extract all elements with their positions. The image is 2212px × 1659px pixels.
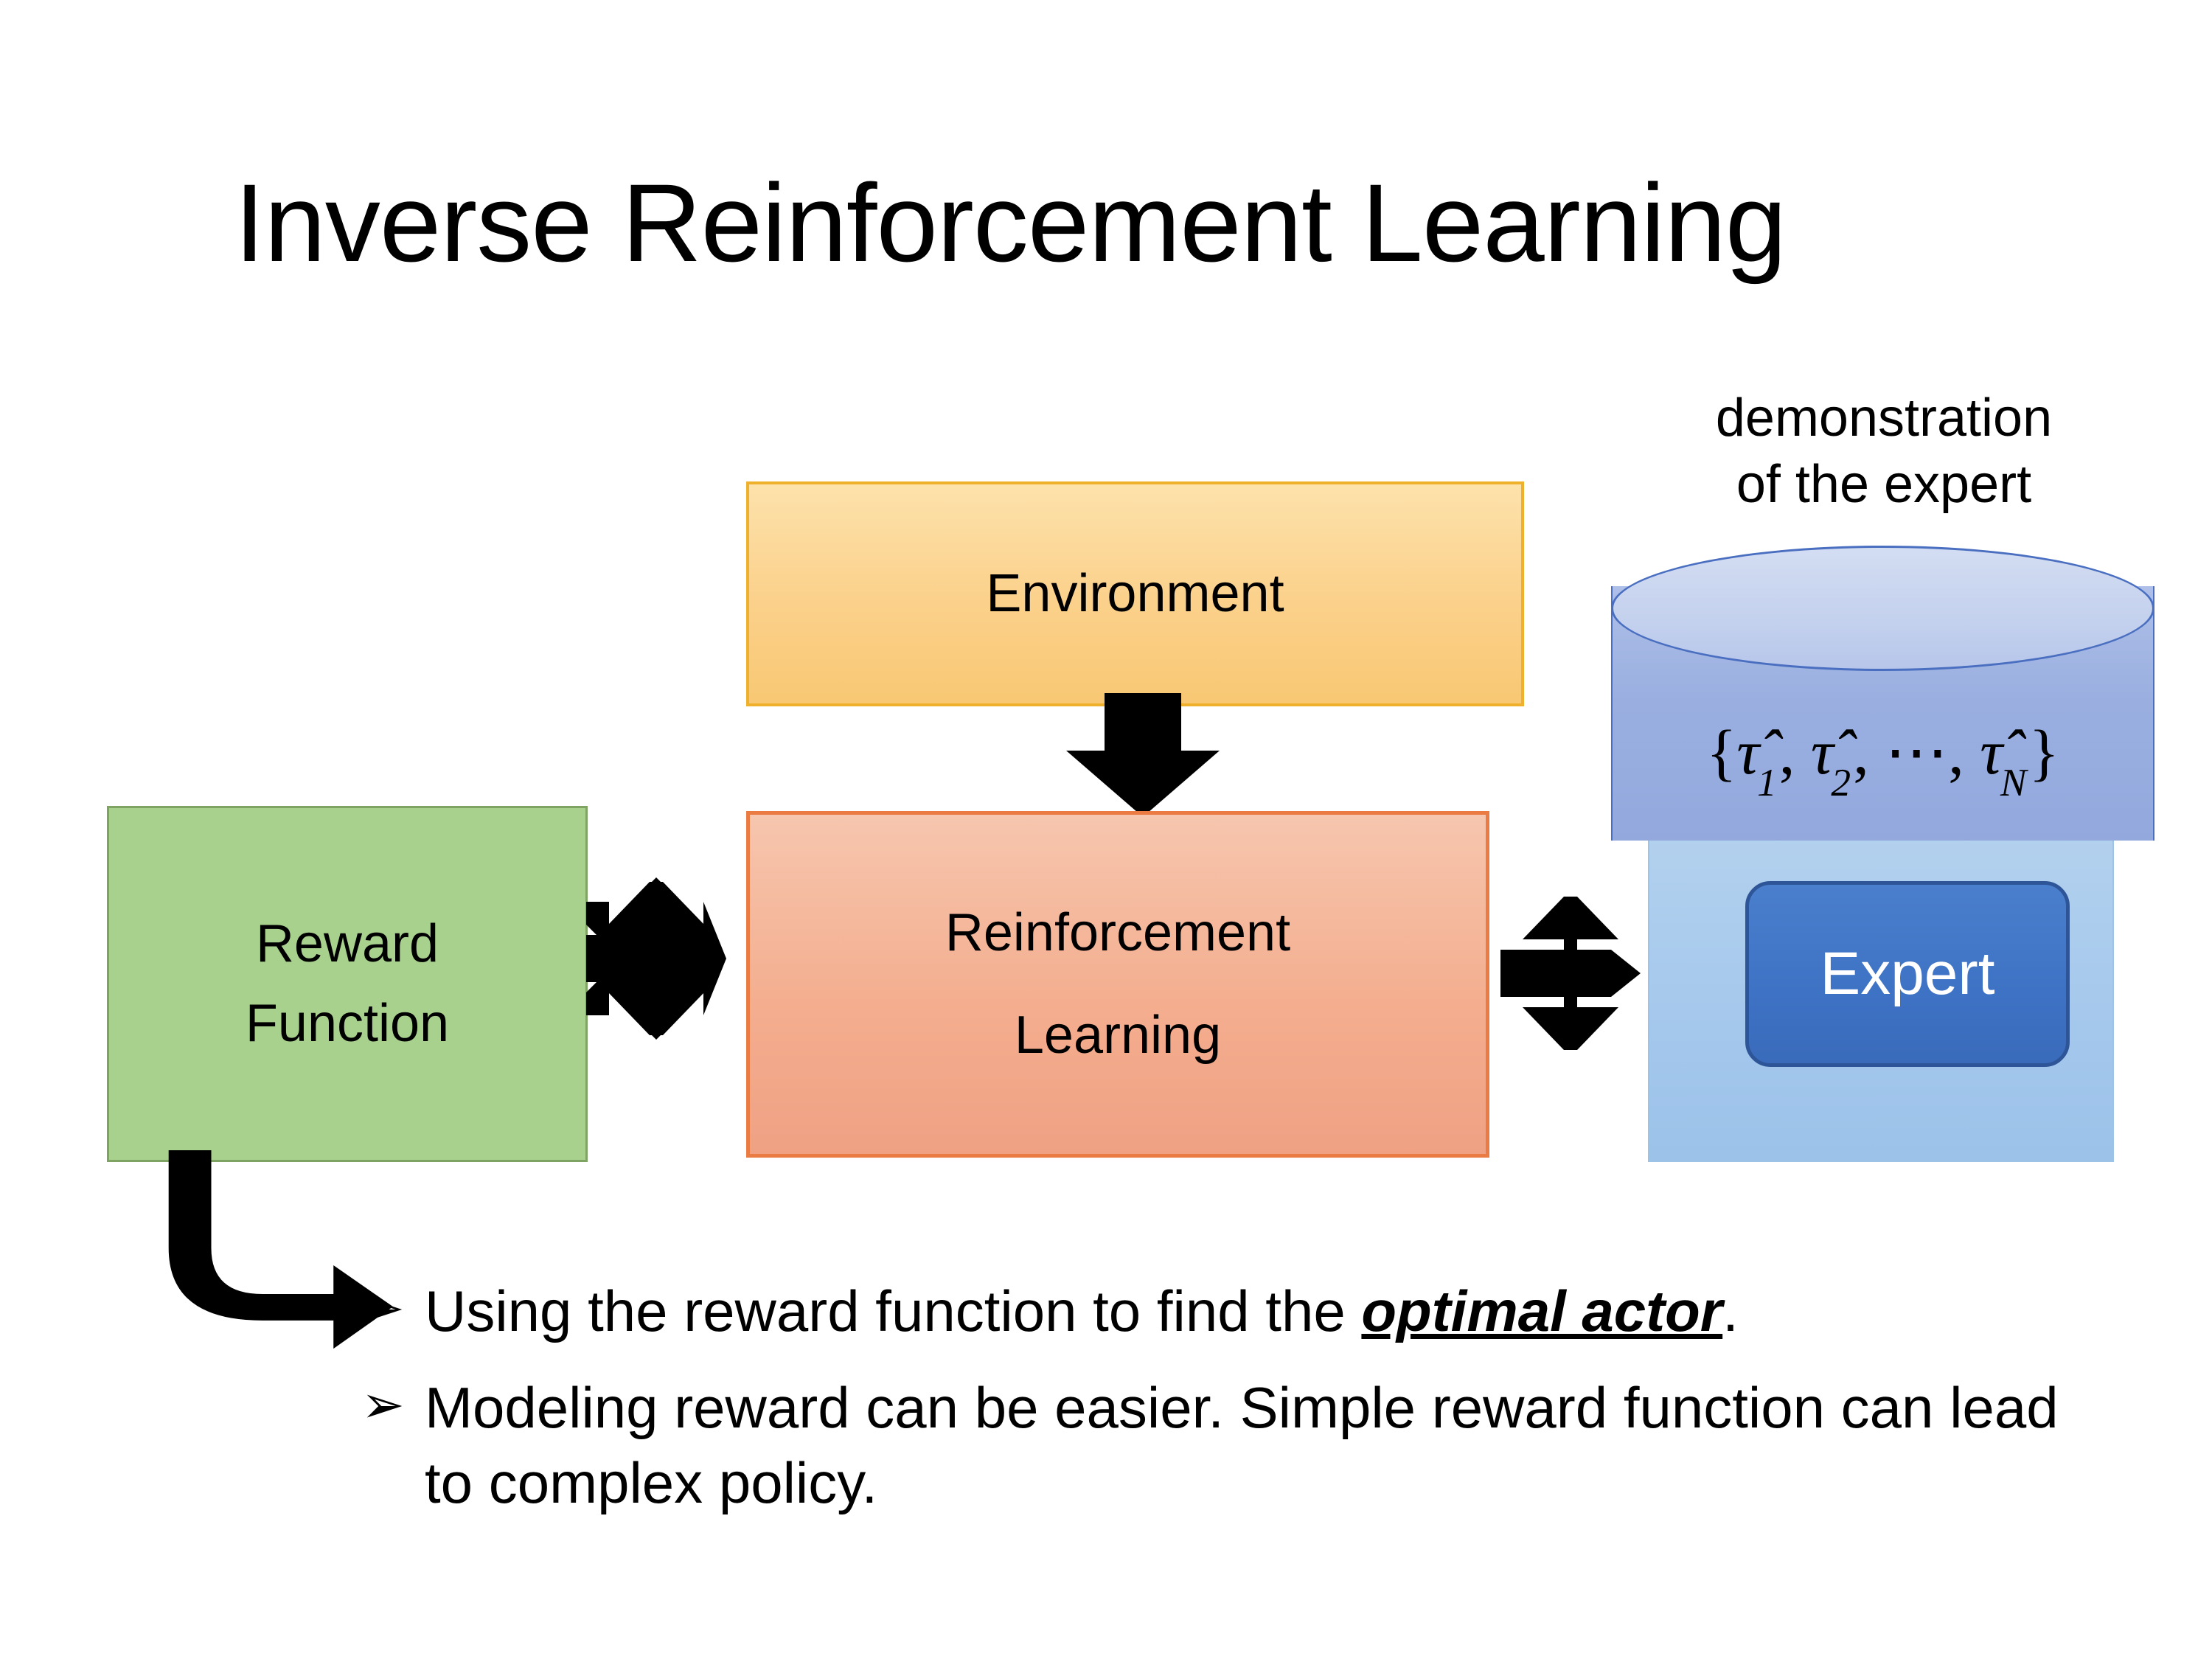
demonstration-caption: demonstration of the expert <box>1648 385 2120 518</box>
set-separator-1: , <box>1778 717 1811 787</box>
environment-box[interactable]: Environment <box>746 481 1524 706</box>
tau-hat-n: τ̂ <box>1980 717 2003 787</box>
tau-hat-2: τ̂ <box>1810 717 1834 787</box>
reinforcement-learning-box[interactable]: Reinforcement Learning <box>746 811 1489 1158</box>
set-open-brace: { <box>1706 717 1737 787</box>
bullet-1-text-after: . <box>1722 1279 1739 1343</box>
tau-hat-2-subscript: 2 <box>1831 759 1851 804</box>
environment-to-rl-arrow <box>1066 693 1220 817</box>
environment-box-label: Environment <box>986 563 1284 623</box>
reward-function-box[interactable]: Reward Function <box>107 806 588 1162</box>
demonstration-caption-line2: of the expert <box>1736 455 2032 514</box>
demonstration-set-label: {τ̂1, τ̂2, ⋯, τ̂N} <box>1611 715 2154 804</box>
reward-function-label-line2: Function <box>245 993 450 1053</box>
list-item: ➢ Using the reward function to find the … <box>361 1274 2116 1349</box>
tau-hat-n-subscript: N <box>2000 759 2027 804</box>
rl-to-expert-quad-arrow <box>1500 897 1641 1050</box>
page-title: Inverse Reinforcement Learning <box>234 161 1787 285</box>
rl-label-line2: Learning <box>1014 1006 1222 1065</box>
expert-chip-label: Expert <box>1820 940 1995 1007</box>
bullet-arrow-icon: ➢ <box>361 1279 405 1337</box>
reward-to-bullets-elbow-arrow <box>168 1150 393 1349</box>
bullet-2-text-before: Modeling reward can be easier. Simple re… <box>425 1375 2059 1515</box>
expert-chip[interactable]: Expert <box>1745 881 2070 1067</box>
cylinder-top-ellipse <box>1611 546 2154 671</box>
demonstration-cylinder: {τ̂1, τ̂2, ⋯, τ̂N} <box>1611 546 2154 841</box>
set-separator-2: , ⋯, <box>1853 717 1980 787</box>
tau-hat-1-subscript: 1 <box>1756 759 1777 804</box>
bullet-list: ➢ Using the reward function to find the … <box>361 1274 2116 1543</box>
reward-to-rl-quad-arrow <box>586 877 726 1040</box>
list-item: ➢ Modeling reward can be easier. Simple … <box>361 1371 2116 1520</box>
bullet-arrow-icon: ➢ <box>361 1376 405 1434</box>
bullet-text-2: Modeling reward can be easier. Simple re… <box>425 1371 2116 1520</box>
bullet-1-emphasis: optimal actor <box>1361 1279 1723 1343</box>
bullet-1-text-before: Using the reward function to find the <box>425 1279 1362 1343</box>
reward-function-label-line1: Reward <box>255 914 439 974</box>
rl-label-line1: Reinforcement <box>945 902 1291 962</box>
bullet-text-1: Using the reward function to find the op… <box>425 1274 2116 1349</box>
demonstration-caption-line1: demonstration <box>1715 389 2053 448</box>
tau-hat-1: τ̂ <box>1736 717 1760 787</box>
set-close-brace: } <box>2028 717 2059 787</box>
